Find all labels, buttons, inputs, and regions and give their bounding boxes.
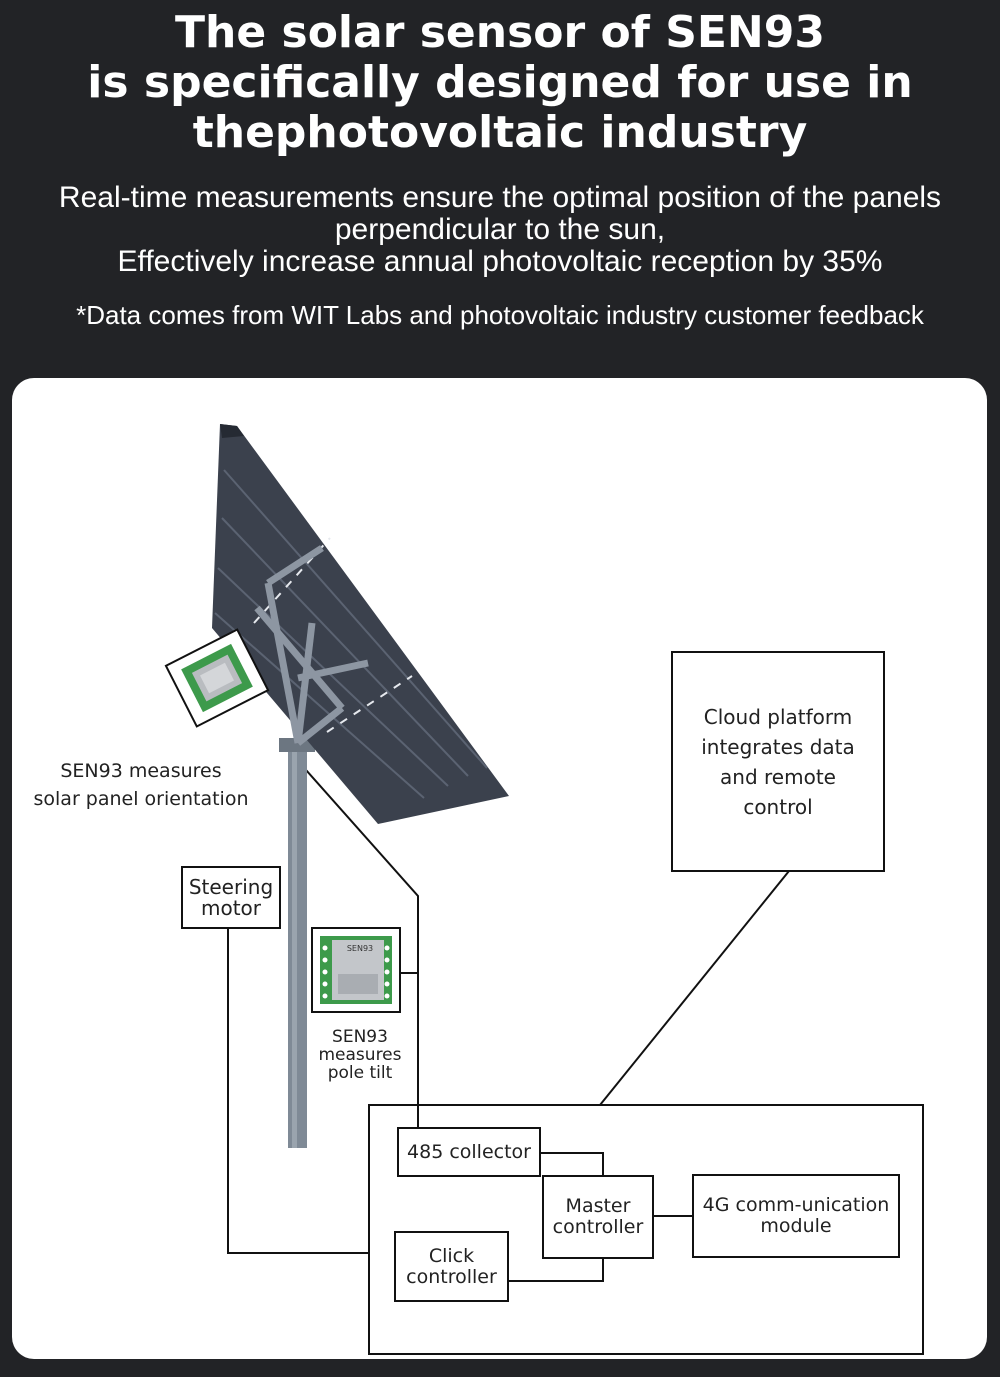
panel-sensor-chip	[164, 628, 270, 728]
subheadline-line: Effectively increase annual photovoltaic…	[117, 245, 883, 278]
steering-motor-box: Steering motor	[181, 866, 281, 929]
click-controller-box: Click controller	[394, 1231, 509, 1302]
pole-sensor-chip: SEN93	[311, 927, 401, 1013]
solar-panel-edge	[220, 424, 244, 438]
485-collector-box: 485 collector	[397, 1127, 541, 1177]
pole-sensor-label: SEN93 measures pole tilt	[318, 1027, 402, 1083]
subheadline-line: Real-time measurements ensure the optima…	[58, 181, 942, 214]
cloud-platform-box: Cloud platform integrates data and remot…	[671, 651, 885, 872]
sensor-chip-text: SEN93	[347, 944, 373, 953]
control-system-enclosure	[368, 1104, 924, 1355]
headline-line: The solar sensor of SEN93	[175, 7, 825, 58]
pole-collar	[279, 738, 315, 752]
data-source-footnote: *Data comes from WIT Labs and photovolta…	[76, 300, 924, 330]
line-steering-to-click	[227, 928, 368, 1254]
4g-communication-module-box: 4G comm-unication module	[692, 1174, 900, 1258]
line-click-to-master	[508, 1258, 604, 1282]
line-collector-to-master	[541, 1152, 604, 1176]
headline-line: thephotovoltaic industry	[192, 107, 808, 158]
headline: The solar sensor of SEN93 is specificall…	[0, 8, 1000, 158]
line-panel-to-collector	[289, 751, 419, 1136]
solar-panel-array	[212, 424, 509, 824]
master-controller-box: Master controller	[542, 1175, 654, 1259]
subheadline: Real-time measurements ensure the optima…	[0, 182, 1000, 278]
headline-line: is specifically designed for use in	[87, 57, 913, 108]
line-cloud-to-system	[599, 870, 790, 1106]
panel-mount-bracket	[254, 545, 369, 746]
tracker-pole	[279, 738, 315, 1148]
panel-sensor-label: SEN93 measures solar panel orientation	[33, 760, 249, 810]
connection-lines	[227, 751, 790, 1282]
subheadline-line: perpendicular to the sun,	[334, 213, 666, 246]
pole-shaft	[288, 746, 307, 1148]
pole-shaft-highlight	[292, 746, 297, 1148]
diagram-panel: SEN93 SEN93 measures solar panel orienta…	[12, 378, 987, 1359]
system-diagram: SEN93	[164, 424, 924, 1355]
